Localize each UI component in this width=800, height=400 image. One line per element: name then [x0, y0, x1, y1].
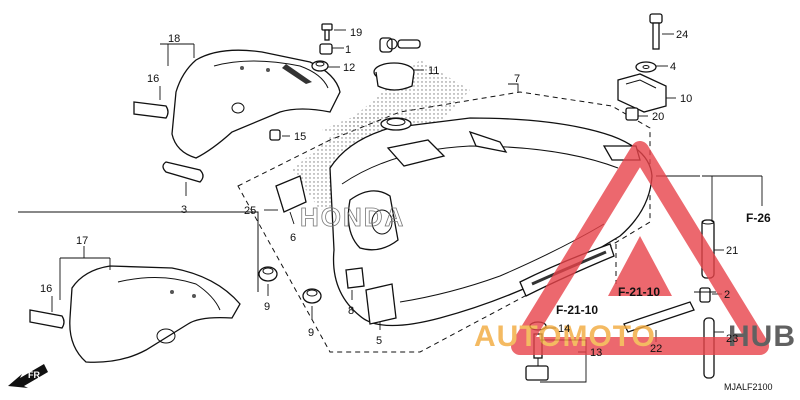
callout-5: 5 [376, 335, 382, 347]
callout-10: 10 [680, 93, 692, 105]
tank-honda-lettering: HONDA [300, 202, 405, 232]
callout-6: 6 [290, 232, 296, 244]
callout-7: 7 [514, 73, 520, 85]
front-arrow-label: FR. [28, 370, 43, 380]
cover-trim-strip-16 [133, 101, 169, 119]
callout-11: 11 [428, 65, 439, 77]
decal-5 [365, 283, 397, 325]
callout-15: 15 [294, 131, 306, 143]
ref-f21-10-upper: F-21-10 [618, 285, 660, 299]
collar-20 [625, 107, 639, 121]
wing-stipple-2 [322, 112, 392, 136]
decal-8 [345, 267, 365, 289]
callout-16-lower: 16 [40, 283, 52, 295]
fuel-cap-11 [373, 37, 421, 91]
callout-19: 19 [350, 27, 362, 39]
upper-tank-cover [171, 49, 341, 159]
breather-tube-22 [623, 301, 695, 333]
section-divider [18, 211, 259, 292]
callout-16: 16 [147, 73, 159, 85]
bolt-24 [649, 13, 663, 50]
collar-1 [319, 43, 333, 55]
watermark-prefix: AUTOMOTO [474, 320, 656, 353]
cover-trim-strip-3 [162, 161, 204, 183]
callout-4: 4 [670, 61, 676, 73]
callout-13: 13 [590, 347, 602, 359]
diagram-code: MJALF2100 [724, 382, 773, 392]
grommet-12 [311, 60, 329, 72]
cushion-15 [269, 129, 281, 141]
watermark-suffix: HUB [728, 320, 796, 353]
callout-1: 1 [345, 44, 351, 56]
automotohub-watermark: AUTOMOTO HUB [474, 141, 796, 355]
callout-25: 25 [244, 205, 256, 217]
fuel-tank [329, 117, 653, 327]
callout-22: 22 [650, 343, 662, 355]
damper-9b [302, 288, 322, 304]
callout-14: 14 [558, 323, 570, 335]
callout-3: 3 [181, 204, 187, 216]
bolt-19 [321, 23, 333, 41]
callout-20: 20 [652, 111, 664, 123]
callout-9a: 9 [264, 301, 270, 313]
lower-tank-cover [69, 265, 241, 363]
callout-2: 2 [724, 289, 730, 301]
front-arrow: FR. [8, 364, 48, 388]
mount-rubber-10 [617, 73, 667, 113]
callout-21: 21 [726, 245, 738, 257]
callout-8: 8 [348, 305, 354, 317]
callout-24: 24 [676, 29, 688, 41]
callout-17: 17 [76, 235, 88, 247]
ref-f21-10-lower: F-21-10 [556, 303, 598, 317]
damper-9a [258, 266, 278, 282]
washer-4 [635, 61, 657, 73]
lower-trim-strip-16 [29, 309, 65, 329]
callout-23: 23 [726, 333, 738, 345]
decal-6 [275, 175, 307, 213]
joint-2 [694, 287, 716, 303]
callout-12: 12 [343, 62, 355, 74]
ref-f26: F-26 [746, 211, 771, 225]
callout-18: 18 [168, 33, 180, 45]
callout-9b: 9 [308, 327, 314, 339]
